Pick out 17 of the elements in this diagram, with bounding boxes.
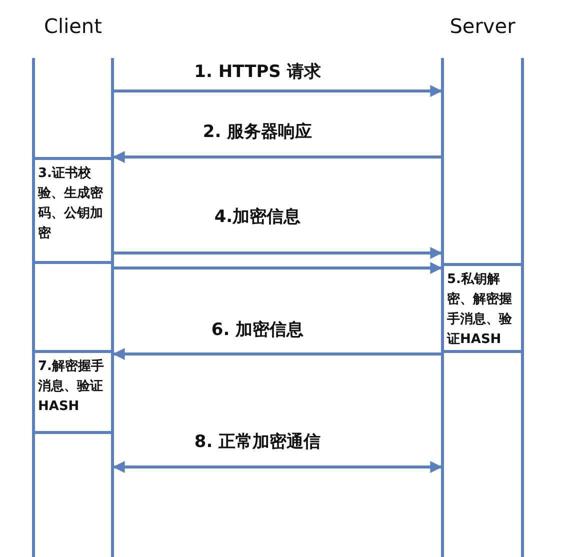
message-arrow (112, 151, 441, 163)
lifeline-heading: Client (43, 14, 103, 38)
step-text: 5.私钥解密、解密握手消息、验证HASH (447, 271, 513, 349)
step-text: 3.证书校验、生成密码、公钥加密 (38, 165, 104, 243)
lifeline-heading: Server (448, 14, 516, 38)
step-text: 7.解密握手消息、验证HASH (38, 358, 105, 416)
edge-label: 8. 正常加密通信 (192, 430, 323, 453)
edge-label: 4.加密信息 (212, 205, 303, 228)
message-arrow (112, 348, 441, 360)
message-arrow (114, 85, 442, 97)
edge-label: 6. 加密信息 (209, 318, 306, 341)
process-box (32, 350, 114, 434)
message-arrow (114, 247, 442, 259)
message-arrow (112, 461, 442, 473)
message-arrow (114, 262, 442, 274)
process-box (32, 157, 114, 264)
process-box (441, 263, 524, 353)
